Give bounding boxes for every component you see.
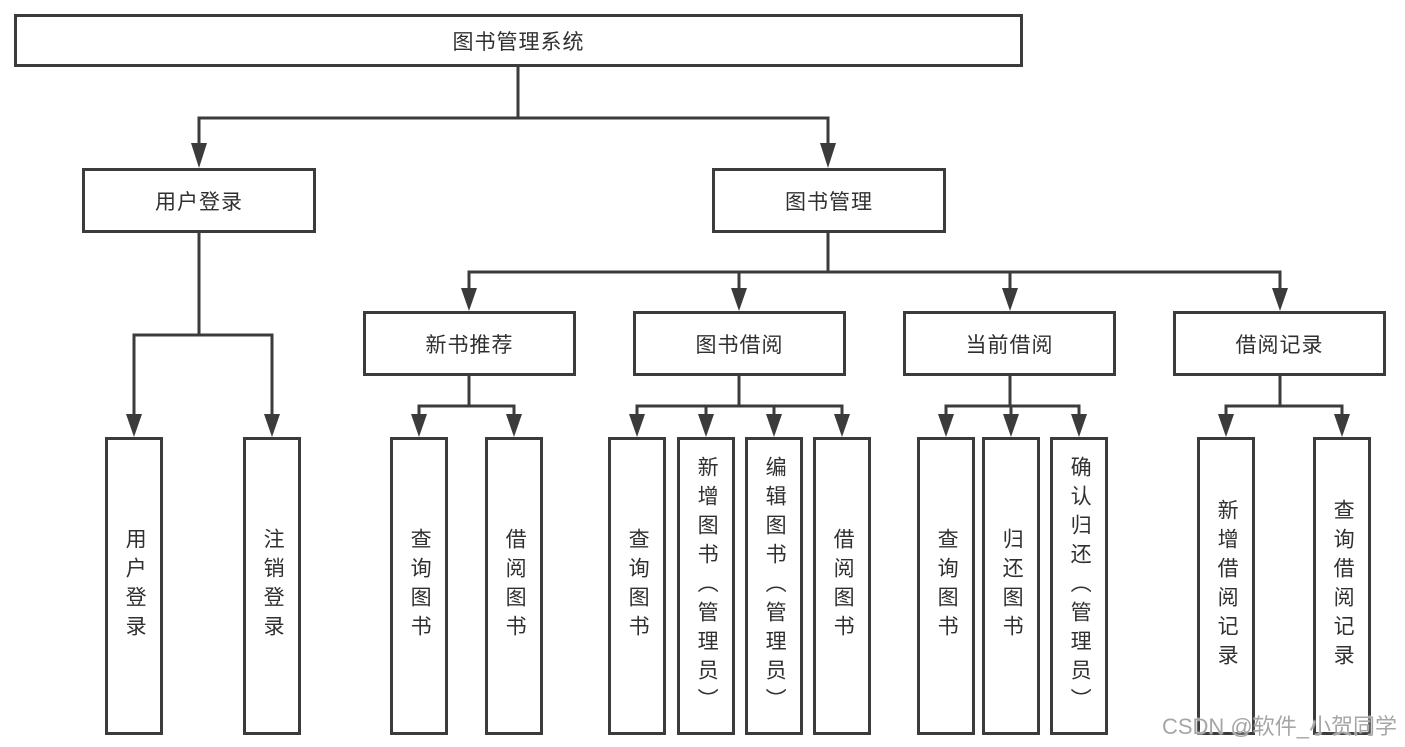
arrowhead [820,143,836,168]
branch-current-borrowing [938,376,1087,437]
arrowhead [766,414,782,437]
leaf-records-query-record: 查询借阅记录 [1313,437,1371,735]
leaf-logout: 注销登录 [243,437,301,735]
node-user-login: 用户登录 [82,168,316,233]
branch-user-login [126,233,280,437]
arrowhead [126,414,142,437]
leaf-borrowing-edit-books-admin-label: 编辑图书（管理员） [763,455,787,717]
arrowhead [938,414,954,437]
arrowhead [411,414,427,437]
leaf-current-confirm-return-admin-label: 确认归还（管理员） [1068,455,1092,717]
arrowhead [264,414,280,437]
arrowhead [1002,288,1018,311]
leaf-user-login: 用户登录 [105,437,163,735]
leaf-user-login-label: 用户登录 [123,528,147,644]
node-book-borrowing: 图书借阅 [633,311,846,376]
arrowhead [1003,414,1019,437]
arrowhead [698,414,714,437]
arrowhead [1272,288,1288,311]
leaf-borrowing-query-books: 查询图书 [608,437,666,735]
leaf-borrowing-borrow-books: 借阅图书 [813,437,871,735]
leaf-borrowing-query-books-label: 查询图书 [626,528,650,644]
node-book-management-label: 图书管理 [785,190,873,214]
node-book-borrowing-label: 图书借阅 [695,333,784,357]
node-current-borrowing-label: 当前借阅 [965,333,1054,357]
leaf-records-query-record-label: 查询借阅记录 [1331,499,1355,673]
leaf-records-add-record: 新增借阅记录 [1197,437,1255,735]
leaf-current-query-books-label: 查询图书 [935,528,959,644]
node-borrow-records: 借阅记录 [1173,311,1386,376]
watermark: CSDN @软件_小贺同学 [1161,714,1397,739]
node-new-book-recommend-label: 新书推荐 [425,333,514,357]
arrowhead [506,414,522,437]
node-root: 图书管理系统 [14,14,1023,67]
node-book-management: 图书管理 [712,168,946,233]
leaf-recommend-query-books: 查询图书 [390,437,448,735]
arrowhead [834,414,850,437]
node-new-book-recommend: 新书推荐 [363,311,576,376]
leaf-current-query-books: 查询图书 [917,437,975,735]
node-borrow-records-label: 借阅记录 [1235,333,1324,357]
branch-borrow-records [1218,376,1350,437]
arrowhead [731,288,747,311]
arrowhead [1218,414,1234,437]
leaf-borrowing-add-books-admin: 新增图书（管理员） [677,437,735,735]
branch-book-borrowing [629,376,850,437]
leaf-current-return-books: 归还图书 [982,437,1040,735]
leaf-current-return-books-label: 归还图书 [1000,528,1024,644]
branch-root [191,67,836,168]
leaf-current-confirm-return-admin: 确认归还（管理员） [1050,437,1108,735]
node-current-borrowing: 当前借阅 [903,311,1116,376]
arrowhead [191,143,207,168]
leaf-borrowing-add-books-admin-label: 新增图书（管理员） [695,455,719,717]
leaf-borrowing-borrow-books-label: 借阅图书 [831,528,855,644]
branch-new-book-recommend [411,376,522,437]
arrowhead [629,414,645,437]
node-root-label: 图书管理系统 [452,30,585,54]
node-user-login-label: 用户登录 [155,190,243,214]
arrowhead [461,288,477,311]
leaf-borrowing-edit-books-admin: 编辑图书（管理员） [745,437,803,735]
leaf-recommend-query-books-label: 查询图书 [408,528,432,644]
leaf-records-add-record-label: 新增借阅记录 [1215,499,1239,673]
branch-book-management [461,233,1288,311]
leaf-logout-label: 注销登录 [261,528,285,644]
arrowhead [1334,414,1350,437]
arrowhead [1071,414,1087,437]
leaf-recommend-borrow-books-label: 借阅图书 [503,528,527,644]
leaf-recommend-borrow-books: 借阅图书 [485,437,543,735]
